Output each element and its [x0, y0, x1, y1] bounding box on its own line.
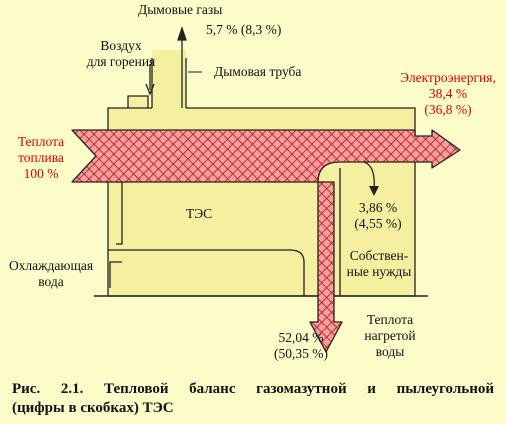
combustion-air-label: Воздух для горения [86, 38, 156, 70]
plant-label: ТЭС [186, 206, 213, 221]
caption-line2: (цифры в скобках) ТЭС [12, 400, 174, 416]
losses-line2: (4,55 %) [354, 216, 402, 231]
fuel-energy-flow [71, 129, 461, 353]
fuel-heat-line2: топлива [18, 150, 64, 165]
chimney-outline [151, 58, 187, 108]
fuel-heat-line1: Теплота [17, 134, 65, 149]
cooling-loss-line2: (50,35 %) [274, 346, 328, 361]
heated-water-line3: воды [375, 344, 405, 359]
heated-water-line1: Теплота [366, 312, 414, 327]
combustion-air-line2: для горения [86, 54, 156, 69]
electricity-line3: (36,8 %) [424, 102, 472, 117]
chimney-stack [152, 50, 186, 110]
electricity-line2: 38,4 % [428, 86, 468, 101]
cooling-loss-line1: 52,04 % [278, 330, 324, 345]
cooling-divider [108, 249, 305, 296]
figure-caption: Рис. 2.1. Тепловой баланс газомазутной и… [12, 380, 494, 418]
fuel-heat-label: Теплота топлива 100 % [2, 134, 80, 182]
own-needs-line1: Собствен- [349, 248, 409, 263]
left-bracket-lower [109, 261, 122, 288]
flue-gas-arrow [177, 25, 187, 108]
cooling-water-line2: вода [38, 274, 64, 289]
fuel-heat-line3: 100 % [23, 166, 59, 181]
air-inlet-arrow [145, 64, 155, 96]
cooling-water-label: Охлаждающая вода [0, 258, 102, 290]
energy-balance-diagram [71, 25, 461, 353]
heated-water-line2: нагретой [364, 328, 416, 343]
chimney-label: Дымовая труба [214, 64, 302, 79]
electricity-label: Электроэнергия, 38,4 % (36,8 %) [390, 70, 506, 118]
losses-label: 3,86 % (4,55 %) [346, 200, 410, 232]
cooling-water-line1: Охлаждающая [8, 258, 94, 273]
flue-gases-value: 5,7 % (8,3 %) [206, 22, 282, 37]
own-needs-line2: ные нужды [346, 264, 412, 279]
losses-line1: 3,86 % [358, 200, 398, 215]
combustion-air-line1: Воздух [100, 38, 142, 53]
electricity-line1: Электроэнергия, [400, 70, 496, 85]
heated-water-label: Теплота нагретой воды [350, 312, 430, 360]
loss-arrowhead [369, 186, 379, 196]
own-needs-label: Собствен- ные нужды [340, 248, 418, 280]
caption-line1: Рис. 2.1. Тепловой баланс газомазутной и… [12, 381, 494, 397]
cooling-loss-value: 52,04 % (50,35 %) [264, 330, 338, 362]
flue-gases-label: Дымовые газы [138, 2, 223, 17]
